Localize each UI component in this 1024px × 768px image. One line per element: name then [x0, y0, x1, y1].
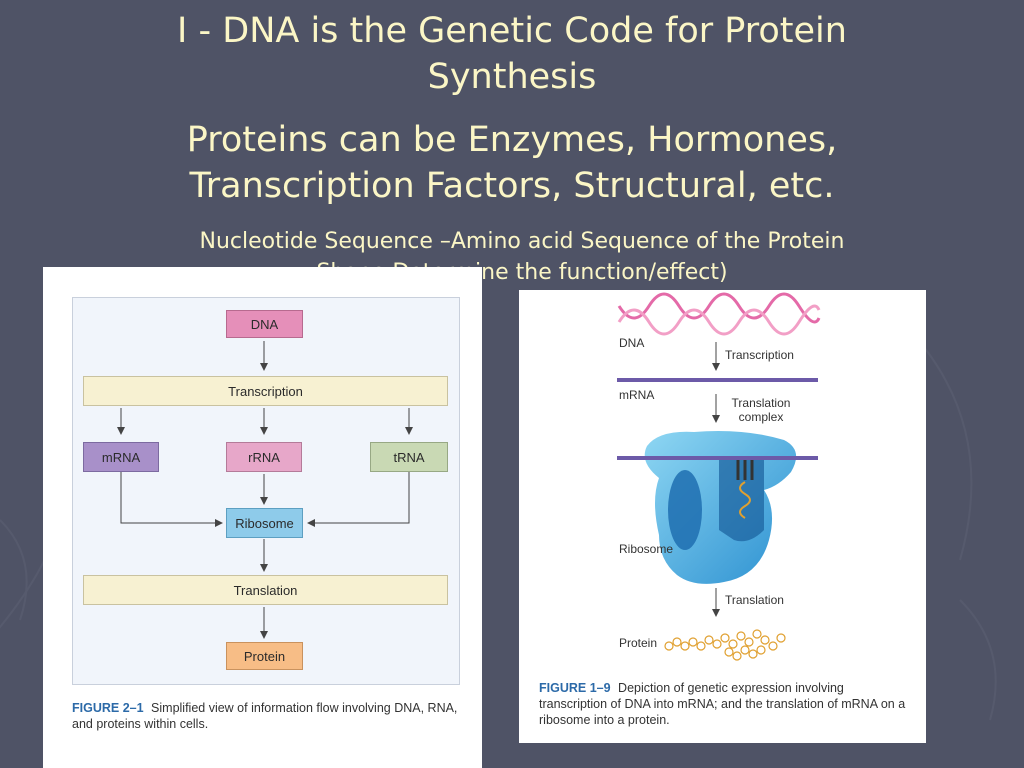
nascent-peptide-icon	[739, 481, 751, 519]
label-translation: Translation	[725, 593, 784, 607]
arrow-mrna-ribosome	[120, 472, 223, 527]
figure-right-label: FIGURE 1–9	[539, 681, 611, 695]
node-mrna: mRNA	[83, 442, 159, 472]
protein-chain-icon	[664, 629, 786, 661]
flow-diagram-panel	[72, 297, 460, 685]
gene-expression-figure: DNA Transcription mRNA Translation compl…	[519, 290, 926, 743]
node-trna: tRNA	[370, 442, 448, 472]
flow-diagram-figure: DNA Transcription mRNA rRNA tRNA Ribosom…	[43, 267, 482, 768]
figure-left-caption-text: Simplified view of information flow invo…	[72, 701, 458, 731]
arrow-trna-ribosome	[307, 472, 410, 527]
node-rrna: rRNA	[226, 442, 302, 472]
flow-diagram-arrows	[117, 341, 413, 639]
node-ribosome: Ribosome	[226, 508, 303, 538]
slide-note-text: Nucleotide Sequence –Amino acid Sequence…	[199, 229, 845, 285]
figure-right-caption-text: Depiction of genetic expression involvin…	[539, 681, 906, 727]
figure-left-label: FIGURE 2–1	[72, 701, 144, 715]
label-dna: DNA	[619, 336, 645, 350]
trna-icon	[736, 460, 754, 480]
figure-right-caption: FIGURE 1–9 Depiction of genetic expressi…	[539, 680, 909, 728]
label-ribosome: Ribosome	[619, 542, 674, 556]
node-translation: Translation	[83, 575, 448, 605]
label-protein: Protein	[619, 636, 658, 650]
node-transcription: Transcription	[83, 376, 448, 406]
slide-subtitle: Proteins can be Enzymes, Hormones, Trans…	[0, 117, 1024, 209]
slide-title-text: I - DNA is the Genetic Code for Protein …	[177, 11, 847, 97]
slide-subtitle-text: Proteins can be Enzymes, Hormones, Trans…	[186, 120, 838, 206]
node-dna: DNA	[226, 310, 303, 338]
node-protein: Protein	[226, 642, 303, 670]
dna-helix-icon	[617, 292, 821, 336]
label-translation-complex: Translation complex	[731, 396, 791, 424]
label-mrna: mRNA	[619, 388, 655, 402]
figure-left-caption: FIGURE 2–1 Simplified view of informatio…	[72, 700, 467, 732]
mrna-strand-icon	[617, 378, 818, 382]
gene-expression-art	[617, 292, 821, 661]
slide-note: Nucleotide Sequence –Amino acid Sequence…	[10, 226, 1024, 288]
slide-title: I - DNA is the Genetic Code for Protein …	[0, 8, 1024, 100]
label-transcription: Transcription	[725, 348, 794, 362]
ribosome-icon	[644, 431, 797, 584]
mrna-through-ribosome-icon	[617, 456, 818, 460]
